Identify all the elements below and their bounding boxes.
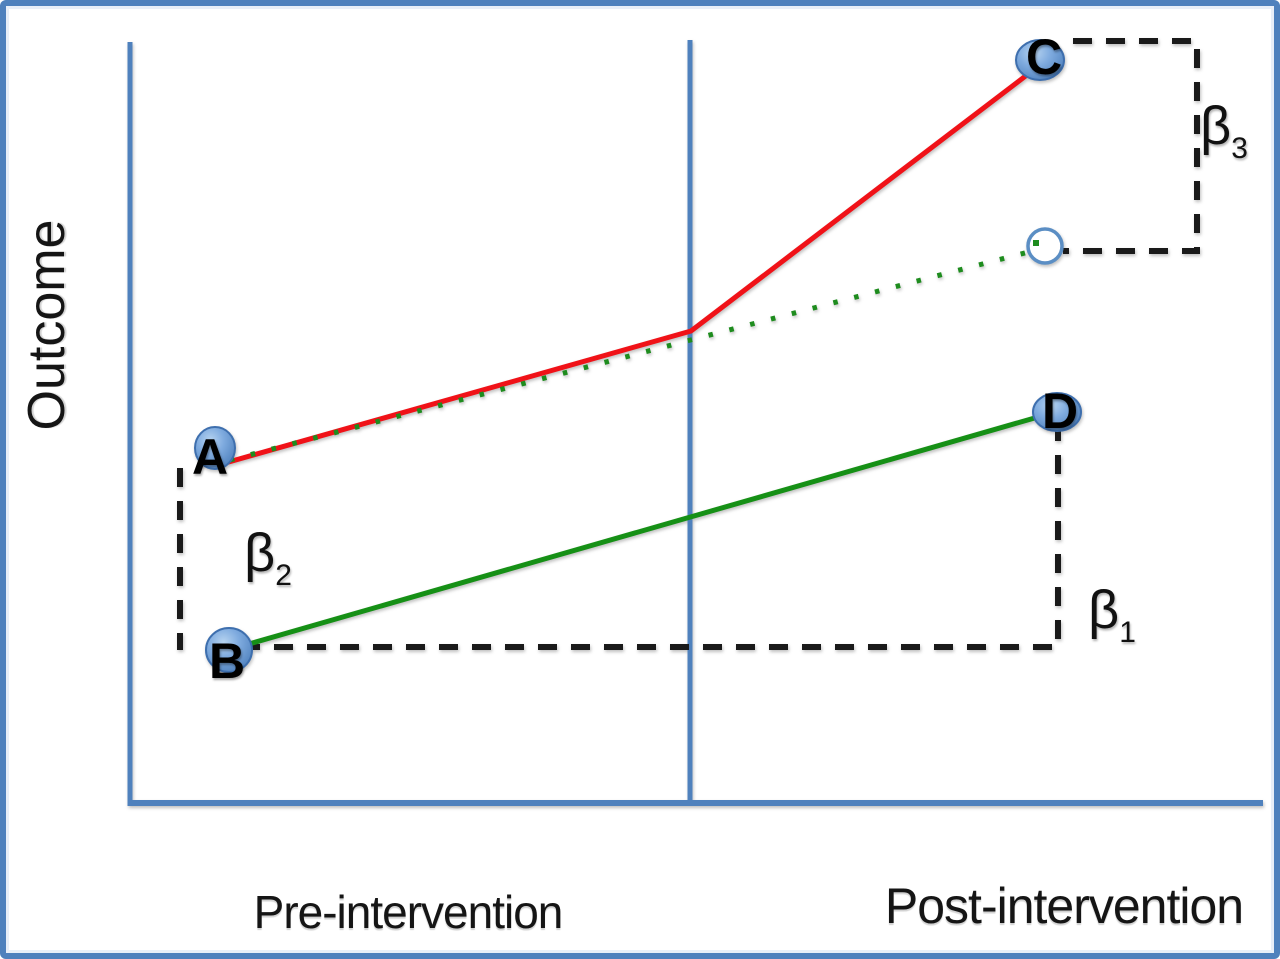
beta3-subscript: 3 xyxy=(1231,132,1248,165)
x-axis-pre-label: Pre-intervention xyxy=(253,886,564,938)
counterfactual-inner-dot xyxy=(1033,240,1039,246)
beta1-label: β1 xyxy=(1088,579,1136,648)
control-line xyxy=(234,412,1046,651)
counterfactual-point-marker xyxy=(1026,227,1064,265)
beta1-subscript: 1 xyxy=(1119,616,1136,649)
point-b-label: B xyxy=(208,633,246,689)
beta2-subscript: 2 xyxy=(275,559,292,592)
point-d-label: D xyxy=(1041,383,1079,439)
point-d-marker xyxy=(1032,392,1082,432)
beta1-symbol: β xyxy=(1088,580,1120,640)
beta1-bracket xyxy=(250,422,1061,650)
point-a-marker xyxy=(194,426,236,470)
x-axis-post-label: Post-intervention xyxy=(884,878,1244,934)
beta2-label: β2 xyxy=(244,522,292,591)
y-axis-label: Outcome xyxy=(18,219,76,431)
beta3-bracket xyxy=(1063,38,1200,254)
beta3-label: β3 xyxy=(1200,95,1248,164)
point-c-label: C xyxy=(1025,29,1063,85)
point-a-label: A xyxy=(191,429,229,485)
counterfactual-dotted-line xyxy=(229,246,1041,463)
beta3-symbol: β xyxy=(1200,96,1232,156)
point-c-marker xyxy=(1015,39,1065,81)
beta2-symbol: β xyxy=(244,523,276,583)
treated-line xyxy=(217,63,1042,468)
point-b-marker xyxy=(205,627,253,673)
